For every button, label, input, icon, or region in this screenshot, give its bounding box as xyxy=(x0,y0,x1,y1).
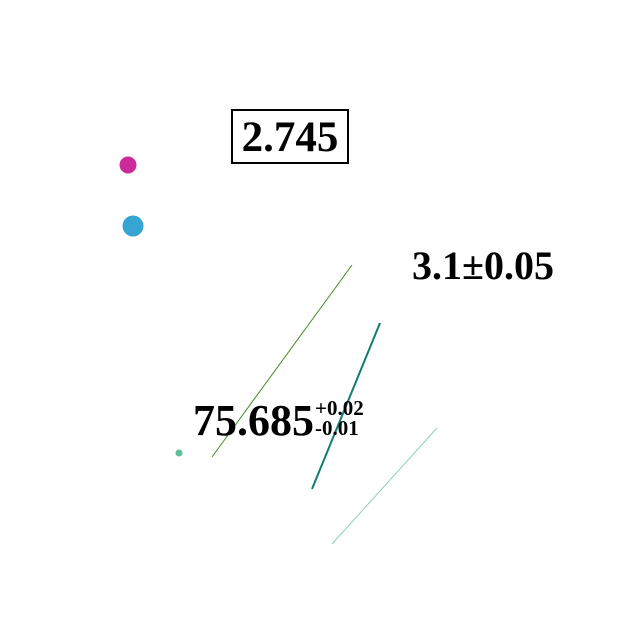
pale-line xyxy=(331,427,438,545)
asymmetric-value-label: 75.685+0.02-0.01 xyxy=(193,396,364,445)
blue-dot xyxy=(122,215,144,237)
plus-minus-value-label: 3.1±0.05 xyxy=(412,243,554,288)
lower-error: -0.01 xyxy=(315,415,359,440)
teal-line xyxy=(311,322,381,490)
magenta-dot xyxy=(119,156,137,174)
upper-error: +0.02 xyxy=(315,396,364,420)
asymmetric-base-value: 75.685 xyxy=(193,396,314,445)
small-green-dot xyxy=(175,449,183,457)
asymmetric-error-scripts: +0.02-0.01 xyxy=(315,396,364,440)
boxed-value-label: 2.745 xyxy=(231,109,349,164)
olive-line xyxy=(211,264,353,458)
